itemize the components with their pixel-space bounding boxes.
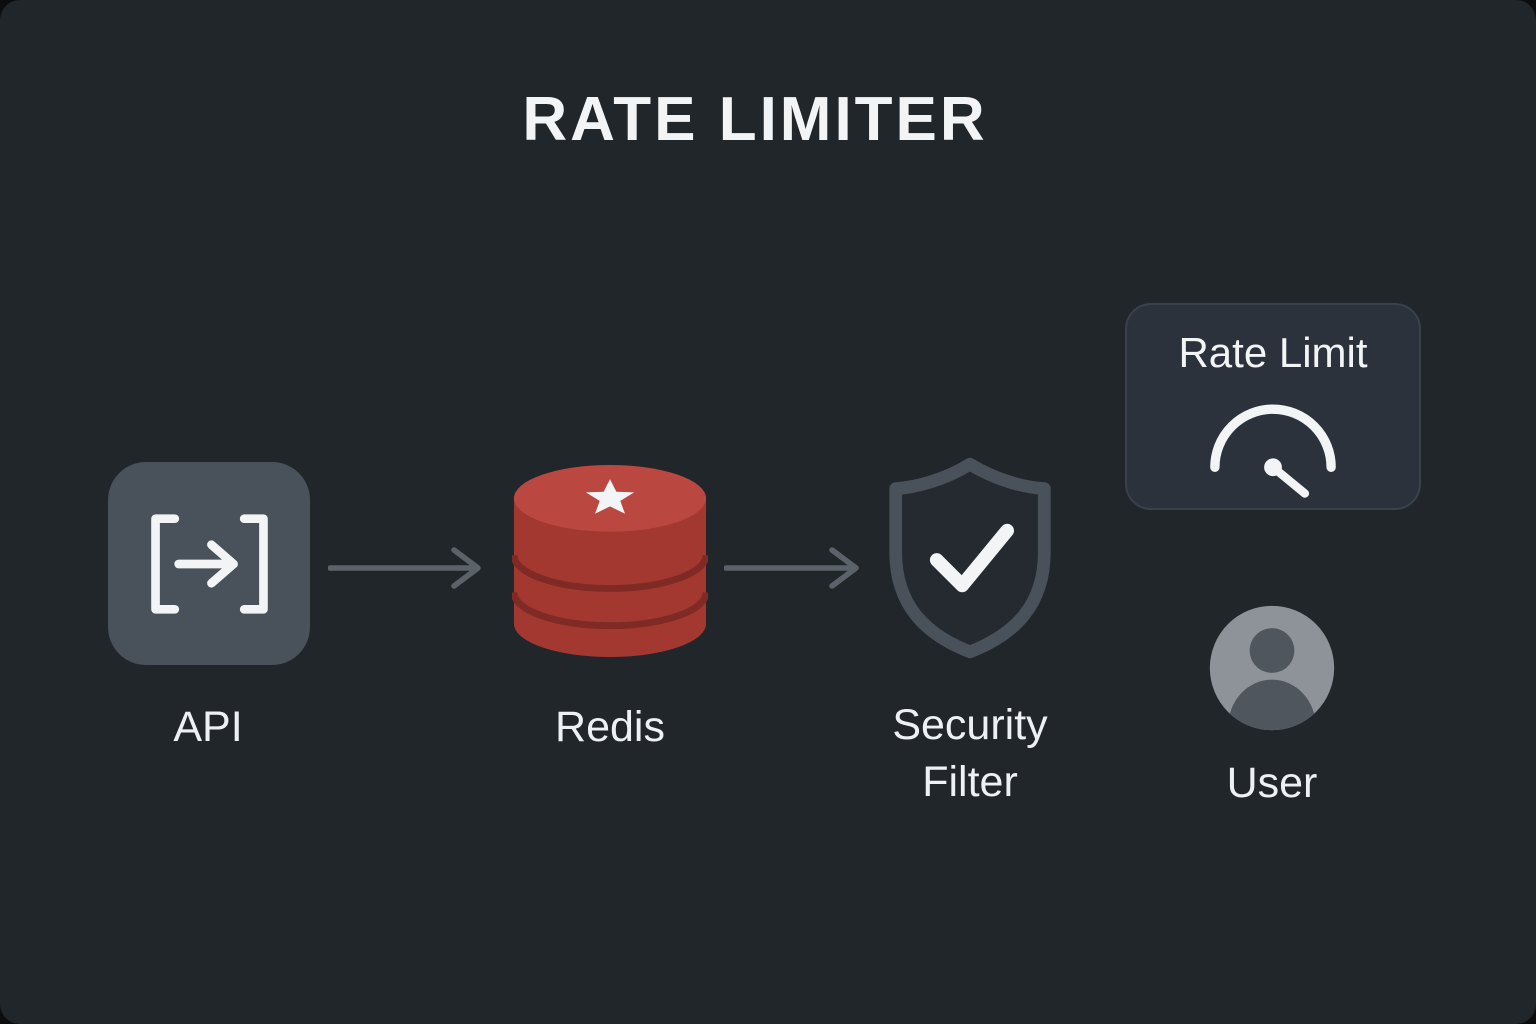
api-node — [108, 462, 310, 665]
api-label: API — [173, 703, 243, 751]
security-filter-node — [882, 456, 1058, 662]
api-brackets-arrow-icon — [150, 513, 268, 614]
redis-star-icon — [585, 479, 635, 514]
redis-database-icon — [512, 464, 708, 658]
shield-check-icon — [889, 457, 1051, 659]
gauge-icon — [1210, 404, 1336, 498]
user-node — [1204, 600, 1340, 736]
arrow-api-to-redis — [328, 547, 481, 589]
rate-limit-card: Rate Limit — [1125, 303, 1421, 510]
arrow-redis-to-security-filter — [724, 547, 859, 589]
diagram-title: RATE LIMITER — [522, 85, 988, 154]
redis-node — [512, 455, 708, 667]
security-filter-label: Security Filter — [892, 701, 1048, 806]
user-icon — [1209, 605, 1335, 731]
redis-label: Redis — [555, 703, 665, 751]
user-label: User — [1226, 759, 1318, 807]
rate-limit-label: Rate Limit — [1178, 329, 1368, 376]
